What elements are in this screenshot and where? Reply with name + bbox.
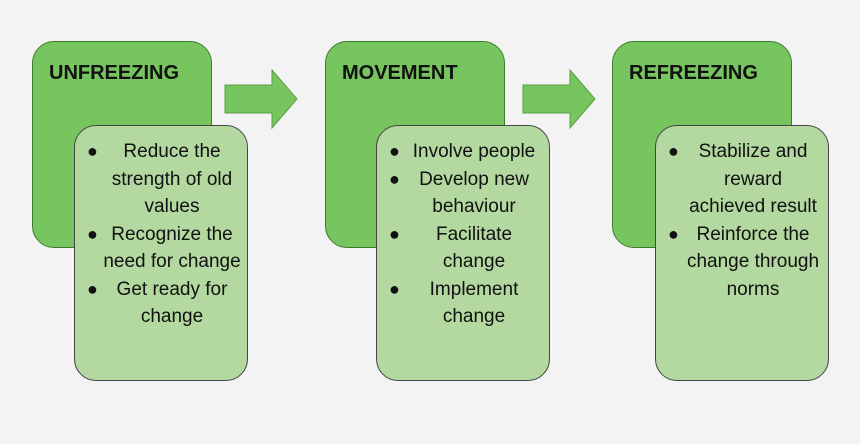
list-item-text: Involve people	[412, 141, 536, 162]
list-item: ● Develop new behaviour	[381, 166, 545, 221]
bullet-icon: ●	[668, 141, 679, 161]
list-item-text: Get ready for change	[116, 278, 228, 328]
list-item: ● Involve people	[381, 138, 545, 166]
right-arrow-icon	[522, 68, 596, 130]
movement-bullet-list: ● Involve people ● Develop new behaviour ●…	[381, 138, 545, 331]
list-item: ● Get ready for change	[79, 276, 243, 331]
unfreezing-title: UNFREEZING	[49, 62, 179, 84]
bullet-icon: ●	[87, 278, 98, 299]
refreezing-title: REFREEZING	[629, 62, 758, 84]
list-item-text: Reduce the strength of old values	[111, 141, 233, 217]
right-arrow-icon	[224, 68, 298, 130]
list-item-text: Recognize the need for change	[103, 223, 241, 273]
unfreezing-bullet-list: ●Reduce the strength of old values ●Reco…	[79, 138, 243, 331]
list-item: ●Recognize the need for change	[79, 221, 243, 276]
movement-title: MOVEMENT	[342, 62, 458, 84]
list-item-text: Facilitate change	[435, 223, 513, 273]
list-item: ● Stabilize and reward achieved result	[660, 138, 824, 221]
bullet-icon: ●	[389, 223, 400, 244]
bullet-icon: ●	[389, 168, 400, 189]
movement-details-box: ● Involve people ● Develop new behaviour ●…	[376, 125, 550, 381]
refreezing-details-box: ● Stabilize and reward achieved result ● R…	[655, 125, 829, 381]
unfreezing-details-box: ●Reduce the strength of old values ●Reco…	[74, 125, 248, 381]
bullet-icon: ●	[389, 278, 400, 299]
list-item: ● Reduce the strength of old values	[79, 138, 243, 221]
list-item: ● Implement change	[381, 276, 545, 331]
bullet-icon: ●	[389, 141, 400, 161]
list-item: ● Facilitate change	[381, 221, 545, 276]
list-item-text: Stabilize and reward achieved result	[689, 141, 817, 217]
list-item-text: Reinforce the change through norms	[686, 223, 820, 300]
list-item-text: Implement change	[429, 278, 519, 328]
list-item-text: Develop new behaviour	[419, 168, 529, 218]
bullet-icon: ●	[87, 141, 98, 161]
list-item: ● Reinforce the change through norms	[660, 221, 824, 304]
bullet-icon: ●	[668, 223, 679, 244]
refreezing-bullet-list: ● Stabilize and reward achieved result ● R…	[660, 138, 824, 303]
bullet-icon: ●	[87, 223, 98, 244]
